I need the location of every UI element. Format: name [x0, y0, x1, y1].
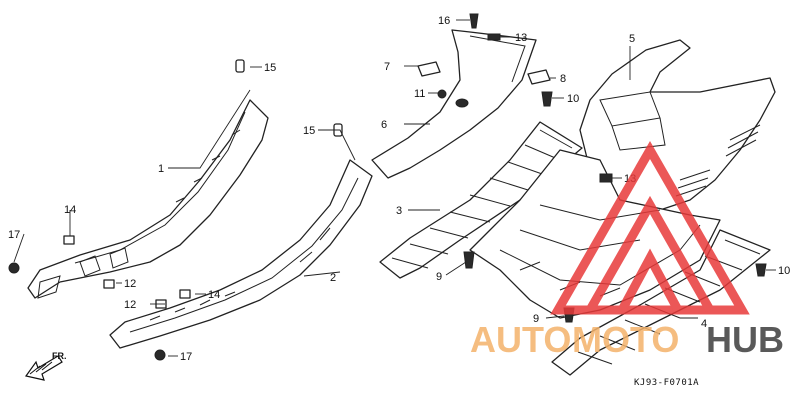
screw-16-icon: [469, 13, 479, 29]
callout-4: 4: [701, 318, 707, 330]
callout-3: 3: [396, 205, 402, 217]
callout-1: 1: [158, 163, 164, 175]
clip-15-upper-icon: [235, 59, 245, 73]
pad-8-icon: [527, 69, 551, 85]
part-3-floor-board: [379, 121, 583, 279]
callout-17-bottom: 17: [180, 351, 192, 363]
callout-13-top: 13: [515, 32, 527, 44]
front-direction-arrow: FR.: [24, 351, 67, 381]
bolt-9-upper-icon: [463, 251, 475, 269]
callout-17-left: 17: [8, 229, 20, 241]
clip-14-mid-icon: [179, 289, 191, 299]
callout-11: 11: [414, 88, 425, 100]
callout-10-upper: 10: [567, 93, 579, 105]
callout-15-upper: 15: [264, 62, 276, 74]
callout-9-upper: 9: [436, 271, 442, 283]
callout-14-left: 14: [64, 204, 76, 216]
nut-17-left-icon: [8, 262, 20, 274]
diagram-code: KJ93-F0701A: [634, 378, 699, 388]
watermark-auto: AUTO: [470, 319, 571, 360]
callout-14-mid: 14: [208, 289, 220, 301]
watermark-hub: HUB: [706, 319, 784, 360]
pad-7-icon: [417, 61, 441, 77]
watermark: AUTO MOTO HUB: [470, 140, 784, 360]
callout-16: 16: [438, 15, 450, 27]
part-2-side-cover-lower: [109, 159, 373, 349]
nut-17-bottom-icon: [154, 349, 166, 361]
clip-13-top-icon: [487, 33, 501, 41]
fasteners: [8, 13, 767, 361]
callout-5: 5: [629, 33, 635, 45]
callout-8: 8: [560, 73, 566, 85]
callout-9-lower: 9: [533, 313, 539, 325]
watermark-triangle-logo: [550, 140, 750, 315]
callout-7: 7: [384, 61, 390, 73]
bolt-10-upper-icon: [541, 91, 553, 107]
part-1-side-cover-upper: [27, 99, 269, 299]
callout-12-left: 12: [124, 278, 136, 290]
callout-10-right: 10: [778, 265, 790, 277]
callout-15-lower: 15: [303, 125, 315, 137]
callout-12-mid: 12: [124, 299, 136, 311]
part-6-center-cover: [371, 29, 537, 179]
watermark-moto: MOTO: [572, 319, 679, 360]
callout-labels: 1 2 3 4 5 6 7 8 9 9 10 10 11 12 12 13 13…: [8, 15, 790, 363]
leader-lines: [13, 19, 776, 357]
front-label: FR.: [52, 351, 67, 361]
clip-14-left-icon: [63, 235, 75, 245]
callout-6: 6: [381, 119, 387, 131]
clip-13-mid-icon: [599, 173, 613, 183]
grommet-11-icon: [437, 89, 447, 99]
bolt-10-right-icon: [755, 263, 767, 277]
clip-12-left-icon: [103, 279, 115, 289]
callout-2: 2: [330, 272, 336, 284]
